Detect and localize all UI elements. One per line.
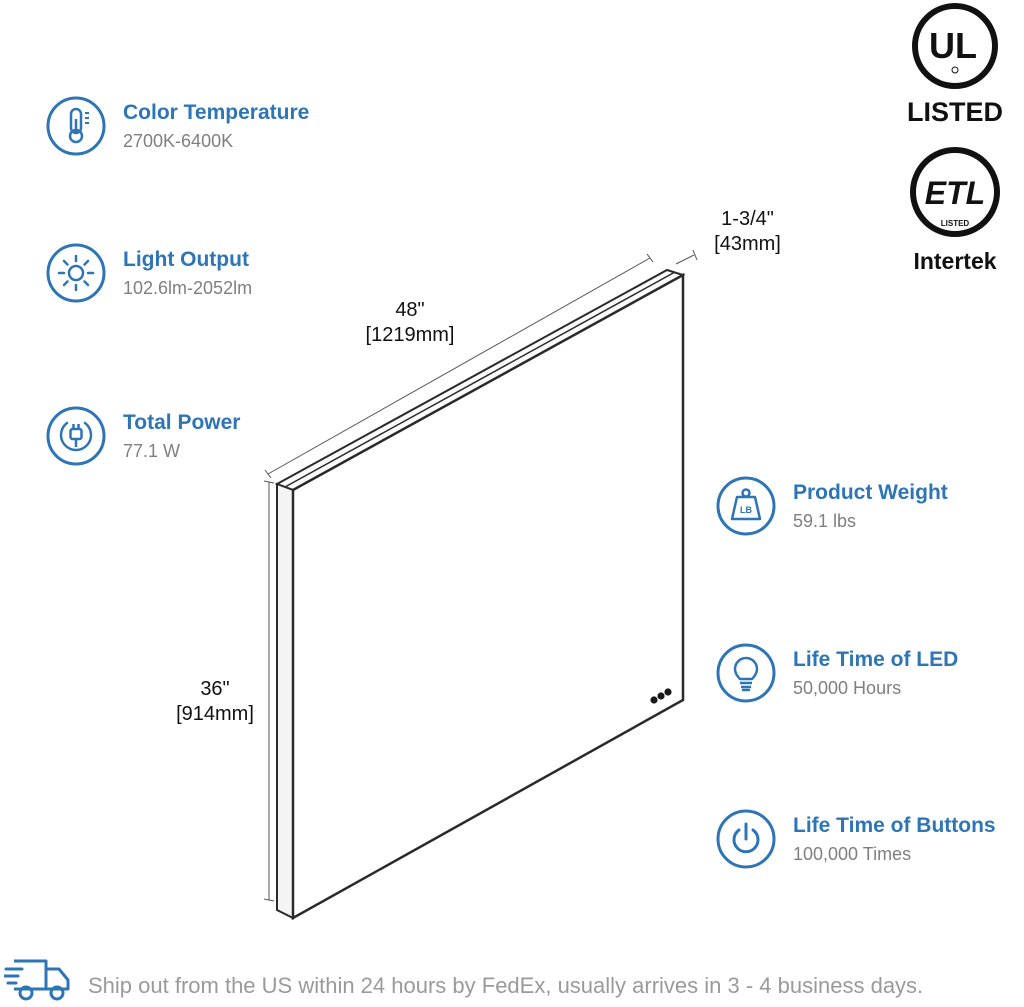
spec-life-time-buttons: Life Time of Buttons 100,000 Times (715, 808, 996, 870)
height-dimension: 36" [914mm] (160, 677, 270, 727)
width-dimension: 48" [1219mm] (345, 298, 475, 348)
etl-logo: ETL LISTED (910, 147, 1000, 237)
spec-title: Color Temperature (123, 101, 310, 124)
spec-color-temperature: Color Temperature 2700K-6400K (45, 95, 309, 157)
spec-title: Light Output (123, 248, 249, 271)
spec-value: 2700K-6400K (123, 131, 234, 151)
plug-icon (46, 406, 106, 466)
spec-life-time-led: Life Time of LED 50,000 Hours (715, 642, 958, 704)
power-icon (716, 809, 776, 869)
ul-mark: UL (929, 25, 977, 66)
depth-dimension: 1-3/4" [43mm] (700, 207, 795, 257)
spec-total-power: Total Power 77.1 W (45, 405, 240, 467)
spec-value: 77.1 W (123, 441, 181, 461)
spec-light-output: Light Output 102.6lm-2052lm (45, 242, 252, 304)
spec-title: Total Power (123, 411, 241, 434)
spec-product-weight: LB Product Weight 59.1 lbs (715, 475, 948, 537)
etl-listed-sub: LISTED (941, 219, 970, 228)
weight-badge-text: LB (740, 505, 752, 515)
width-inches: 48" (395, 299, 425, 321)
width-dimension-line (267, 257, 651, 475)
spec-value: 100,000 Times (793, 844, 912, 864)
intertek-label: Intertek (913, 248, 997, 274)
thermometer-icon (46, 96, 106, 156)
lightbulb-icon (716, 643, 776, 703)
spec-value: 102.6lm-2052lm (123, 278, 253, 298)
depth-inches: 1-3/4" (721, 208, 774, 230)
ul-listed-badge: UL LISTED (905, 2, 1005, 128)
spec-title: Product Weight (793, 481, 948, 504)
delivery-truck-icon (4, 959, 70, 1001)
shipping-info: Ship out from the US within 24 hours by … (0, 950, 1024, 1007)
ul-logo: UL (912, 3, 998, 89)
spec-title: Life Time of Buttons (793, 814, 996, 837)
etl-mark: ETL (925, 175, 985, 211)
ul-listed-label: LISTED (906, 97, 1003, 127)
height-mm: [914mm] (176, 703, 254, 725)
mirror-face (291, 272, 685, 921)
spec-value: 50,000 Hours (793, 678, 902, 698)
touch-buttons (650, 688, 672, 704)
height-inches: 36" (200, 678, 230, 700)
width-mm: [1219mm] (365, 324, 455, 346)
weight-icon: LB (716, 476, 776, 536)
depth-mm: [43mm] (714, 233, 781, 255)
shipping-text: Ship out from the US within 24 hours by … (88, 973, 924, 998)
spec-title: Life Time of LED (793, 648, 959, 671)
depth-dimension-line (675, 254, 695, 265)
sun-icon (46, 243, 106, 303)
etl-listed-badge: ETL LISTED Intertek (900, 146, 1010, 275)
spec-value: 59.1 lbs (793, 511, 857, 531)
